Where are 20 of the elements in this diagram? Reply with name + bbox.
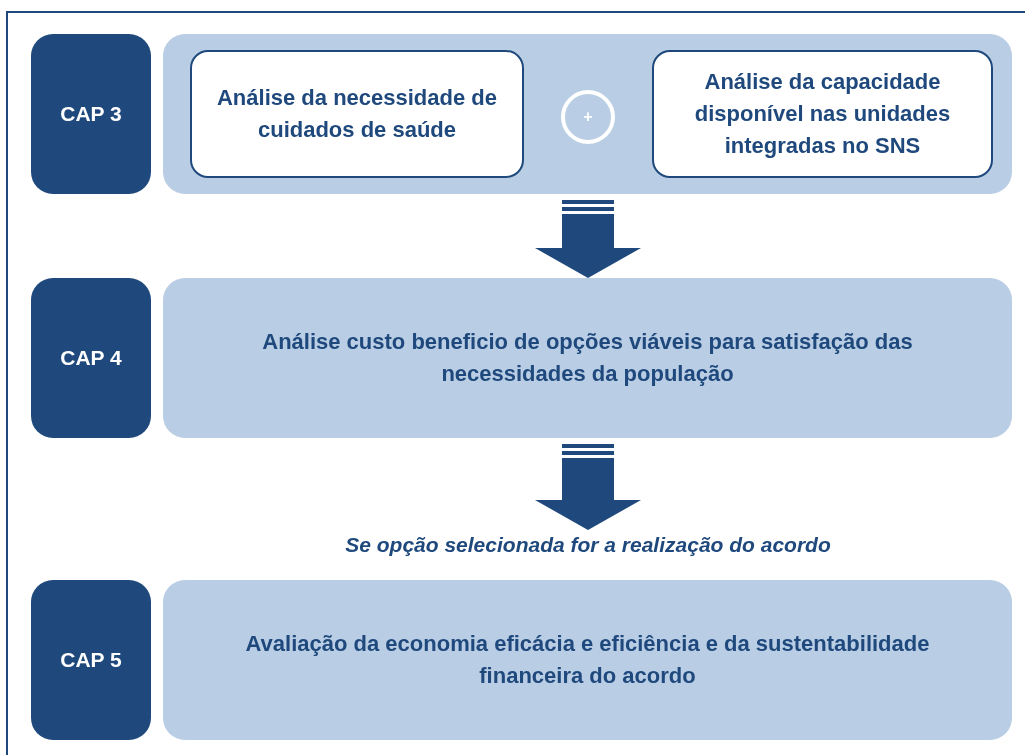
process-band <box>163 34 1012 194</box>
process-box <box>652 50 993 178</box>
chapter-box <box>31 34 151 194</box>
chapter-box <box>31 278 151 438</box>
process-box <box>190 50 524 178</box>
box-text: Análise da capacidade disponível nas unidades integradas no SNS <box>693 68 952 160</box>
condition-text: Se opção selecionada for a realização do acordo <box>345 531 831 558</box>
chapter-box <box>31 580 151 740</box>
box-text: Avaliação da economia eficácia e eficiência e da sustentabilidade financeira do acordo <box>244 630 931 690</box>
process-band <box>163 580 1012 740</box>
box-text: Análise custo beneficio de opções viáveis para satisfação das necessidades da população <box>261 328 914 388</box>
chapter-label: CAP 5 <box>60 646 122 673</box>
chapter-label: CAP 4 <box>60 344 122 371</box>
block-arrow <box>535 444 641 530</box>
block-arrow <box>535 200 641 278</box>
process-band <box>163 278 1012 438</box>
box-text: Análise da necessidade de cuidados de saúde <box>216 84 498 144</box>
plus-circle <box>561 90 615 144</box>
chapter-label: CAP 3 <box>60 100 122 127</box>
box-text: + <box>583 107 593 128</box>
